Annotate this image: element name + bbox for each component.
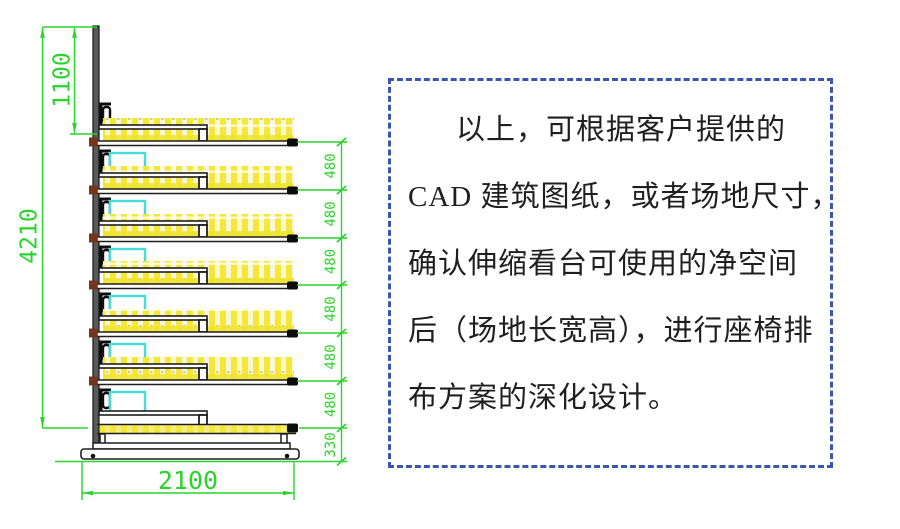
seat-row <box>89 166 298 225</box>
dim-label-base: 330 <box>323 432 339 457</box>
seat-rows <box>89 102 298 416</box>
deck-plank <box>98 124 208 130</box>
note-line: 后（场地长宽高），进行座椅排 <box>408 315 814 347</box>
bottom-deck <box>98 410 208 416</box>
support-beam <box>96 140 297 147</box>
base-assembly <box>80 410 300 460</box>
dim-label-back-height: 1100 <box>50 52 76 107</box>
base-plate <box>80 448 300 460</box>
dim-label-total-height: 4210 <box>17 208 43 263</box>
note-line: 以上，可根据客户提供的 <box>456 114 787 146</box>
seat-row <box>89 357 298 416</box>
dim-label-depth: 2100 <box>158 466 218 495</box>
bottom-riser <box>198 414 208 426</box>
base-rail <box>92 442 291 450</box>
dim-label-row-3: 480 <box>323 249 339 274</box>
anchor-dot-left <box>90 453 96 459</box>
dim-label-row-6: 480 <box>323 392 339 417</box>
ext-lines-rows <box>297 141 347 429</box>
dim-label-row-2: 480 <box>323 201 339 226</box>
dimensions <box>40 26 347 500</box>
deck-riser <box>198 128 208 142</box>
beam-wall-cap <box>89 137 98 147</box>
bottom-beam-cap <box>287 423 298 433</box>
chain-ticks <box>336 137 347 467</box>
dim-label-row-1: 480 <box>323 153 339 178</box>
bottom-beam <box>97 423 296 435</box>
arrowheads <box>40 27 294 496</box>
note-box: 以上，可根据客户提供的 CAD 建筑图纸，或者场地尺寸， 确认伸缩看台可使用的净… <box>388 78 833 468</box>
dim-label-row-4: 480 <box>323 296 339 321</box>
anchor-dot-right <box>284 453 290 459</box>
dim-label-row-5: 480 <box>323 344 339 369</box>
beam-end-cap <box>287 138 298 147</box>
note-line: 布方案的深化设计。 <box>408 382 679 414</box>
seat-row <box>89 309 298 368</box>
note-line: 确认伸缩看台可使用的净空间 <box>408 248 799 280</box>
note-line: CAD 建筑图纸，或者场地尺寸， <box>408 181 833 213</box>
